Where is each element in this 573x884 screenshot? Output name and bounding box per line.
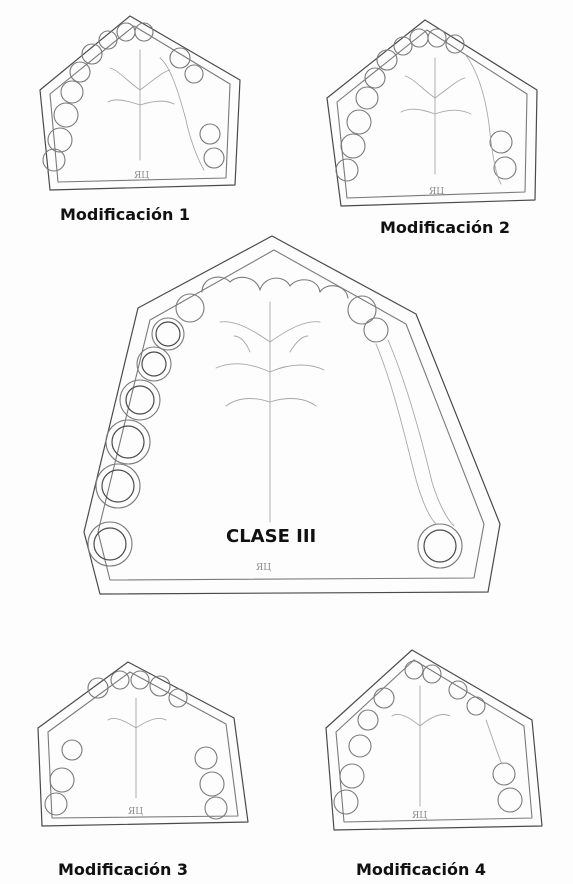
cast-stamp: ЯЦ: [128, 807, 143, 817]
teeth-right: [449, 681, 522, 812]
arch-diagram-mod1: ЯЦ: [30, 10, 260, 200]
teeth-right: [490, 131, 516, 179]
cast-stamp: ЯЦ: [256, 563, 271, 573]
cast-stamp: ЯЦ: [134, 171, 149, 181]
cast-stamp: ЯЦ: [412, 811, 427, 821]
teeth-anterior: [176, 277, 376, 324]
arch-svg-mod2: ЯЦ: [315, 14, 550, 214]
teeth-left: [336, 37, 412, 181]
arch-diagram-mod2: ЯЦ: [315, 14, 550, 214]
teeth-left: [43, 31, 117, 171]
arch-svg-main: ЯЦ: [70, 232, 515, 612]
teeth-left: [88, 318, 184, 566]
arch-diagram-mod4: ЯЦ: [318, 646, 550, 841]
center-label: CLASE III: [226, 526, 316, 547]
arch-svg-mod4: ЯЦ: [318, 646, 550, 841]
arch-svg-mod1: ЯЦ: [30, 10, 260, 200]
arch-diagram-main: ЯЦ: [70, 232, 515, 612]
palatal-rugae: [216, 302, 324, 522]
cast-stamp: ЯЦ: [429, 187, 444, 197]
arch-svg-mod3: ЯЦ: [28, 658, 258, 838]
caption-mod4: Modificación 4: [356, 860, 486, 879]
edentulous-ridge: [376, 344, 436, 524]
arch-diagram-mod3: ЯЦ: [28, 658, 258, 838]
teeth-anterior: [410, 29, 464, 53]
caption-mod3: Modificación 3: [58, 860, 188, 879]
cast-outline: [38, 662, 248, 826]
caption-mod1: Modificación 1: [60, 205, 190, 224]
teeth-right: [195, 747, 227, 819]
teeth-left: [45, 740, 82, 815]
teeth-right: [364, 318, 462, 568]
